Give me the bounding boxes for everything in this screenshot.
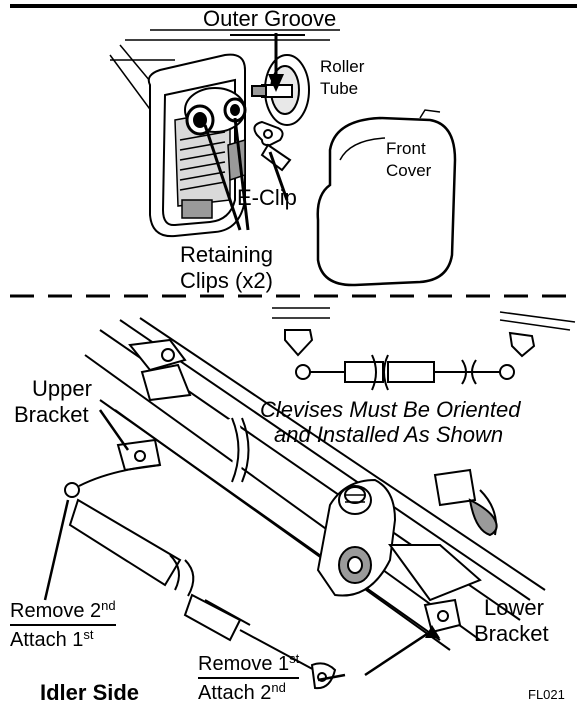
idler-hub bbox=[316, 478, 397, 597]
lower-bracket-arrowhead bbox=[425, 625, 440, 638]
left-remove-step: Remove 2nd bbox=[10, 599, 116, 626]
clevises-note-line2: and Installed As Shown bbox=[274, 422, 504, 447]
front-cover-label-line1: Front bbox=[386, 139, 426, 158]
clevis-detail bbox=[272, 307, 576, 391]
idler-side-title: Idler Side bbox=[40, 680, 140, 705]
upper-bracket-label-line2: Bracket bbox=[14, 402, 89, 427]
lower-bracket-label-line2: Bracket bbox=[474, 621, 549, 646]
lower-bracket-part bbox=[388, 468, 498, 634]
front-cover-label-line2: Cover bbox=[386, 161, 432, 180]
end-cap-assembly bbox=[109, 29, 340, 238]
upper-bracket-label-line1: Upper bbox=[32, 376, 92, 401]
figure-code: FL021 bbox=[528, 687, 565, 702]
clevises-note-line1: Clevises Must Be Oriented bbox=[260, 397, 521, 422]
gas-strut bbox=[64, 464, 337, 690]
right-clevis-instruction: Remove 1st Attach 2nd bbox=[198, 652, 300, 704]
right-remove-step: Remove 1st bbox=[198, 652, 300, 679]
right-attach-step: Attach 2nd bbox=[198, 680, 286, 704]
retaining-clips-label-line2: Clips (x2) bbox=[180, 268, 273, 293]
e-clip-part bbox=[253, 120, 292, 172]
bottom-leaders bbox=[43, 409, 431, 682]
top-rule bbox=[10, 4, 577, 8]
e-clip-label: E-Clip bbox=[237, 185, 297, 210]
upper-bracket-part bbox=[116, 338, 192, 472]
outer-groove-label: Outer Groove bbox=[203, 6, 337, 31]
left-clevis-instruction: Remove 2nd Attach 1st bbox=[10, 599, 116, 651]
idler-side-rail bbox=[84, 317, 546, 651]
roller-tube-label-line1: Roller bbox=[320, 57, 365, 76]
lower-bracket-label-line1: Lower bbox=[484, 595, 544, 620]
retaining-clips-label-line1: Retaining bbox=[180, 242, 273, 267]
left-attach-step: Attach 1st bbox=[10, 627, 94, 651]
outer-groove-arrowhead bbox=[268, 74, 284, 92]
front-cover-part bbox=[316, 109, 457, 287]
top-leaders bbox=[203, 33, 289, 231]
roller-tube-label-line2: Tube bbox=[320, 79, 359, 98]
